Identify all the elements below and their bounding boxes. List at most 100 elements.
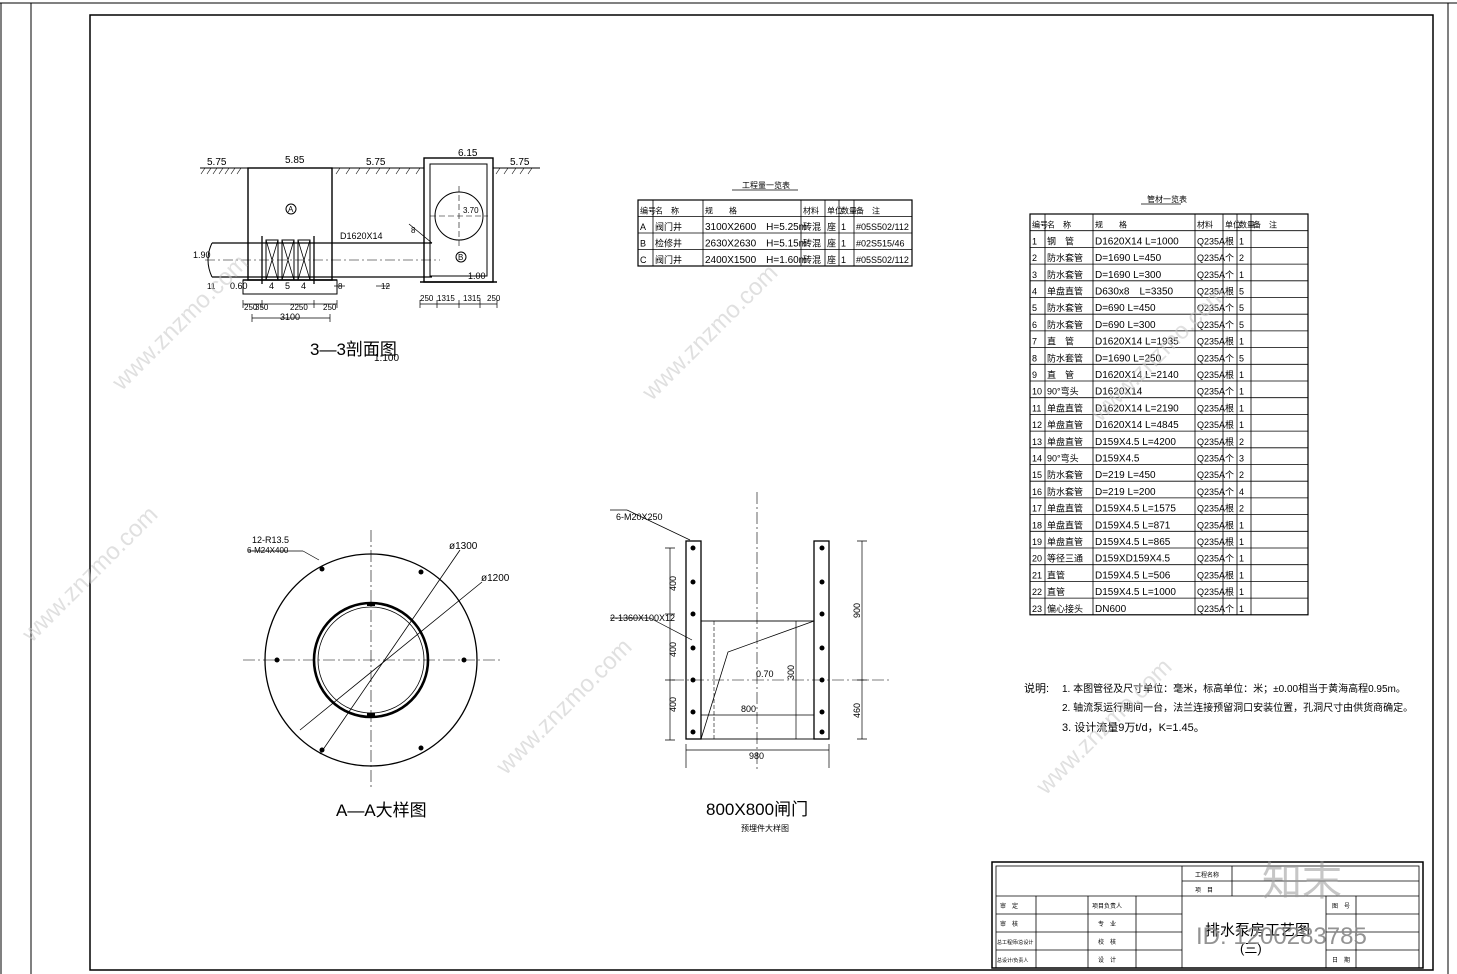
level-label: 5.75 xyxy=(510,157,530,168)
detail-aa-labels: 12-R13.5 6-M24X400 ø1300 ø1200 A—A大样图 xyxy=(247,535,510,820)
pipe-table-cell: 3 xyxy=(1239,454,1244,464)
pipe-table-cell: 17 xyxy=(1032,504,1042,514)
pipe-table-cell: 根 xyxy=(1225,235,1234,246)
pipe-table-cell: 5 xyxy=(1239,303,1244,313)
watermark: www.znzmo.com www.znzmo.com www.znzmo.co… xyxy=(16,249,1367,950)
pipe-table-cell: D159X4.5 L=1575 xyxy=(1095,504,1176,515)
pipe-table-header: 备 注 xyxy=(1253,220,1277,230)
quantity-table-header: 数量 xyxy=(841,206,857,216)
item-label: 项 目 xyxy=(1195,887,1213,894)
pipe-table-header: 材料 xyxy=(1197,220,1213,230)
note-item: 3. 设计流量9万t/d，K=1.45。 xyxy=(1062,720,1205,734)
pipe-table-cell: D1620X14 L=2190 xyxy=(1095,403,1179,414)
pipe-table-cell: Q235A xyxy=(1197,287,1225,297)
pipe-table-cell: 单盘直管 xyxy=(1047,402,1083,413)
pipe-table-cell: D1620X14 xyxy=(1095,387,1143,398)
quantity-table-cell: 2630X2630 H=5.15m xyxy=(705,239,807,250)
quantity-table-cell: 1 xyxy=(841,255,846,265)
pipe-table-cell: 根 xyxy=(1225,419,1234,430)
quantity-table-header: 备 注 xyxy=(856,206,880,216)
quantity-table-cell: 3100X2600 H=5.25m xyxy=(705,222,807,233)
pipe-table-cell: Q235A xyxy=(1197,320,1225,330)
small-label: 3.70 xyxy=(463,206,479,215)
pipe-table-cell: 根 xyxy=(1225,286,1234,297)
quantity-table-header: 单位 xyxy=(827,206,843,216)
detail-aa xyxy=(243,530,500,790)
pipe-table-header: 编号 xyxy=(1032,220,1048,230)
pipe-table-cell: 个 xyxy=(1225,554,1234,564)
pipe-table-cell: 防水套管 xyxy=(1047,252,1083,263)
dim-label: 400 xyxy=(668,576,678,591)
item-label: 4 xyxy=(269,281,274,291)
pipe-table-cell: 等径三通 xyxy=(1047,553,1083,564)
pipe-table-cell: 单盘直管 xyxy=(1047,503,1083,514)
pipe-table-cell: 直 管 xyxy=(1047,336,1074,347)
dim-label: 350 xyxy=(255,303,269,312)
quantity-table-cell: B xyxy=(640,239,646,249)
section-3-3 xyxy=(200,157,540,322)
pipe-table-cell: 14 xyxy=(1032,454,1042,464)
pipe-table-cell: 个 xyxy=(1225,454,1234,464)
tb-mid-label: 专 业 xyxy=(1098,920,1116,928)
pipe-table-cell: 16 xyxy=(1032,487,1042,497)
pipe-table-cell: 1 xyxy=(1239,537,1244,547)
title-block-labels: 工程名称 项 目 审 定 审 核 总工程师/总设计 总设计/负责人 项目负责人 … xyxy=(997,871,1350,964)
quantity-table-cell: 座 xyxy=(827,238,836,249)
pipe-table-cell: 5 xyxy=(1032,303,1037,313)
pipe-table-cell: 2 xyxy=(1239,470,1244,480)
quantity-table-cell: 座 xyxy=(827,254,836,265)
pipe-table-cell: D1620X14 L=4845 xyxy=(1095,420,1179,431)
pipe-table-cell: D1620X14 L=1000 xyxy=(1095,236,1179,247)
small-label: 0.60 xyxy=(230,281,248,291)
pipe-table-cell: 1 xyxy=(1239,520,1244,530)
pipe-table-cell: 根 xyxy=(1225,436,1234,447)
note-item: 2. 轴流泵运行期间一台，法兰连接预留洞口安装位置，孔洞尺寸由供货商确定。 xyxy=(1062,701,1413,714)
pipe-table-cell: Q235A xyxy=(1197,487,1225,497)
pipe-table-cell: 7 xyxy=(1032,337,1037,347)
section-title: 3—3剖面图 xyxy=(310,340,397,359)
pipe-table-cell: 根 xyxy=(1225,503,1234,514)
dim-label: 300 xyxy=(786,665,796,680)
gate-detail xyxy=(610,492,892,770)
dim-label: 250 xyxy=(487,294,501,303)
pipe-table-cell: 个 xyxy=(1225,303,1234,313)
tb-mid-label: 校 核 xyxy=(1098,938,1116,946)
quantity-table-cell: 砖混 xyxy=(803,221,821,232)
quantity-table-cell: 砖混 xyxy=(803,238,821,249)
pipe-table-cell: 1 xyxy=(1239,403,1244,413)
pipe-table-cell: D=1690 L=450 xyxy=(1095,253,1162,264)
pipe-table-cell: 个 xyxy=(1225,270,1234,280)
pipe-table-cell: Q235A xyxy=(1197,253,1225,263)
pipe-table-cell: D=1690 L=300 xyxy=(1095,270,1162,281)
pipe-table-cell: D159X4.5 L=865 xyxy=(1095,537,1171,548)
quantity-table-title: 工程量一览表 xyxy=(742,180,790,190)
pipe-table-cell: D159X4.5 xyxy=(1095,454,1140,465)
plate-label: 2-1360X100X12 xyxy=(610,613,675,623)
pipe-table-cell: 5 xyxy=(1239,320,1244,330)
pipe-table-cell: Q235A xyxy=(1197,454,1225,464)
pipe-label: D1620X14 xyxy=(340,231,383,241)
pipe-table-cell: 1 xyxy=(1239,420,1244,430)
gate-subtitle: 预埋件大样图 xyxy=(741,823,789,833)
pipe-table-cell: 1 xyxy=(1239,587,1244,597)
pipe-table-cell: 1 xyxy=(1239,236,1244,246)
pipe-table-cell: 20 xyxy=(1032,554,1042,564)
pipe-table-cell: 防水套管 xyxy=(1047,486,1083,497)
dim-label: 900 xyxy=(852,603,862,618)
pipe-table-cell: 8 xyxy=(1032,353,1037,363)
pipe-table-cell: D159X4.5 L=506 xyxy=(1095,570,1171,581)
section-3-3-labels: 5.75 5.85 5.75 6.15 5.75 D1620X14 A B 4 … xyxy=(193,148,530,364)
pipe-table-cell: Q235A xyxy=(1197,504,1225,514)
pipe-table-cell: 单盘直管 xyxy=(1047,286,1083,297)
tb-left-label: 总工程师/总设计 xyxy=(997,939,1033,946)
dim-label: 400 xyxy=(668,642,678,657)
dim-label: 800 xyxy=(741,704,756,714)
dim-total: 3100 xyxy=(280,312,300,322)
quantity-table-header: 材料 xyxy=(803,206,819,216)
pipe-table-cell: 4 xyxy=(1032,287,1037,297)
pipe-table-cell: Q235A xyxy=(1197,570,1225,580)
pipe-table-cell: D1620X14 L=2140 xyxy=(1095,370,1179,381)
pipe-table-cell: 防水套管 xyxy=(1047,302,1083,313)
